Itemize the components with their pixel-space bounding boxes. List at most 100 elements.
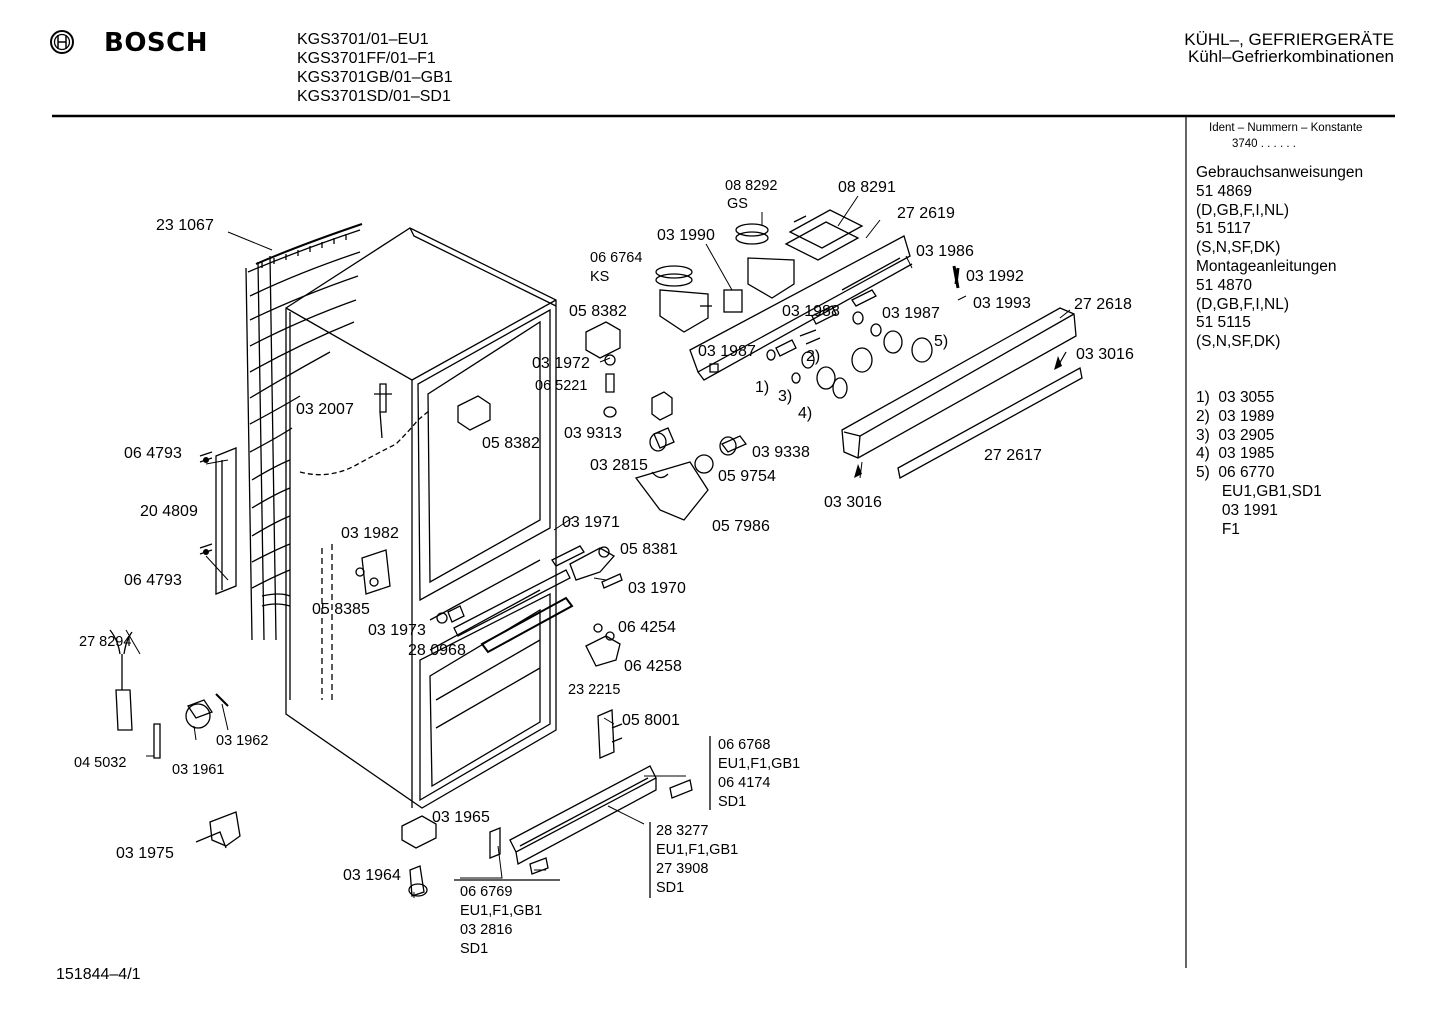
part-label: 03 1987 (882, 305, 940, 322)
part-label: 03 2815 (590, 457, 648, 474)
part-label: 03 1962 (216, 733, 268, 749)
doc-line: (S,N,SF,DK) (1196, 333, 1281, 351)
part-label: 28 0968 (408, 642, 466, 659)
category-title: KÜHL–, GEFRIERGERÄTE (1184, 30, 1394, 49)
part-label: 03 1993 (973, 295, 1031, 312)
part-label: 03 1988 (782, 303, 840, 320)
doc-line: (D,GB,F,I,NL) (1196, 295, 1290, 313)
doc-line: 51 4870 (1196, 276, 1253, 294)
door-hinge-outline (321, 544, 333, 700)
part-label: SD1 (460, 941, 488, 957)
part-label: 03 1992 (966, 268, 1024, 285)
part-label: 5) (934, 333, 948, 350)
part-label: 03 1971 (562, 514, 620, 531)
part-label: 08 8291 (838, 179, 896, 196)
doc-line: 51 4869 (1196, 182, 1253, 200)
part-label: 06 4793 (124, 445, 182, 462)
part-label: 04 5032 (74, 755, 126, 771)
bosch-logo-icon (50, 30, 74, 54)
category-subtitle: Kühl–Gefrierkombinationen (1187, 47, 1394, 66)
cabinet-body (285, 227, 557, 809)
leader-lines (125, 195, 1071, 898)
part-label: 06 6769 (460, 884, 512, 900)
part-label: 06 4254 (618, 619, 676, 636)
note-line: 4) 03 1985 (1196, 445, 1275, 463)
doc-line: Montageanleitungen (1196, 257, 1337, 275)
part-label: 03 1972 (532, 355, 590, 372)
part-label: 27 2617 (984, 447, 1042, 464)
model-item: KGS3701SD/01–SD1 (297, 88, 451, 105)
hinge-parts (355, 545, 623, 759)
circuit-boards (784, 209, 864, 261)
note-line: 5) 06 6770 (1196, 464, 1275, 482)
part-label: 27 2618 (1074, 296, 1132, 313)
part-label: 27 3908 (656, 861, 708, 877)
part-label: 2) (806, 348, 820, 365)
part-label: 28 3277 (656, 823, 708, 839)
part-label: 03 2816 (460, 922, 512, 938)
part-label: 03 3016 (824, 494, 882, 511)
part-label: 03 9313 (564, 425, 622, 442)
part-label: 06 4258 (624, 658, 682, 675)
wiring-harness (299, 409, 431, 476)
part-label: 03 1973 (368, 622, 426, 639)
part-label: 03 1961 (172, 762, 224, 778)
part-labels: 23 1067 08 8292 GS 08 8291 03 1990 27 26… (74, 178, 1134, 957)
part-label: 03 1975 (116, 845, 174, 862)
part-label: 27 8294 (79, 634, 131, 650)
part-label: 4) (798, 405, 812, 422)
part-label: 05 8385 (312, 601, 370, 618)
part-label: 05 9754 (718, 468, 776, 485)
part-label: 03 9338 (752, 444, 810, 461)
model-item: KGS3701GB/01–GB1 (297, 69, 453, 86)
part-label: 05 8382 (482, 435, 540, 452)
note-line: 3) 03 2905 (1196, 426, 1275, 444)
part-label: 06 5221 (535, 378, 587, 394)
part-label: 03 1964 (343, 867, 401, 884)
part-label: 06 6768 (718, 737, 770, 753)
part-label: 23 1067 (156, 217, 214, 234)
part-label: 1) (755, 379, 769, 396)
part-label: 3) (778, 388, 792, 405)
doc-line: (S,N,SF,DK) (1196, 239, 1281, 257)
part-label: 06 4793 (124, 572, 182, 589)
category: KÜHL–, GEFRIERGERÄTE Kühl–Gefrierkombina… (1184, 31, 1394, 65)
doc-line: 51 5117 (1196, 220, 1251, 238)
part-label: 06 6764 (590, 250, 642, 266)
thermostat-gs (723, 223, 795, 313)
part-label: 03 1990 (657, 227, 715, 244)
part-label: 27 2619 (897, 205, 955, 222)
part-label: 06 4174 (718, 775, 770, 791)
part-label: GS (727, 196, 748, 212)
handle-trim (841, 307, 1083, 479)
part-label: 03 1987 (698, 343, 756, 360)
part-label: 05 7986 (712, 518, 770, 535)
part-label: 03 1965 (432, 809, 490, 826)
model-list: KGS3701/01–EU1 KGS3701FF/01–F1 KGS3701GB… (297, 30, 453, 106)
small-parts-middle (374, 321, 748, 521)
part-label: 03 1982 (341, 525, 399, 542)
part-label: 05 8001 (622, 712, 680, 729)
part-label: 08 8292 (725, 178, 777, 194)
note-line: 03 1991 (1196, 501, 1278, 519)
model-item: KGS3701FF/01–F1 (297, 50, 436, 67)
ident-value: 3740 . . . . . . (1232, 138, 1296, 150)
part-label: 23 2215 (568, 682, 620, 698)
part-label: KS (590, 269, 609, 285)
part-label: 03 3016 (1076, 346, 1134, 363)
doc-line: 51 5115 (1196, 314, 1251, 332)
part-label: 03 1970 (628, 580, 686, 597)
part-label: 20 4809 (140, 503, 198, 520)
note-line: EU1,GB1,SD1 (1196, 482, 1322, 500)
part-label: 05 8382 (569, 303, 627, 320)
brand-name: BOSCH (104, 28, 208, 58)
drawing-code: 151844–4/1 (56, 966, 141, 983)
part-label: 03 2007 (296, 401, 354, 418)
part-label: SD1 (656, 880, 684, 896)
control-panel-housing (689, 235, 913, 381)
part-label: EU1,F1,GB1 (460, 903, 542, 919)
part-label: EU1,F1,GB1 (656, 842, 738, 858)
part-label: SD1 (718, 794, 746, 810)
part-label: EU1,F1,GB1 (718, 756, 800, 772)
